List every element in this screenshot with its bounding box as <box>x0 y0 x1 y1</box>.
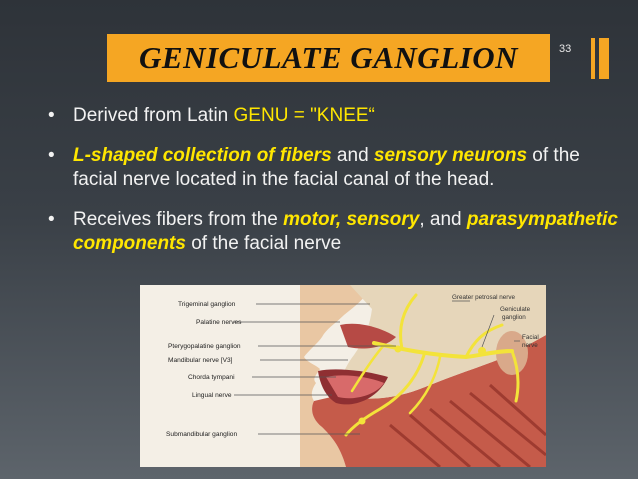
skull-region <box>339 285 546 399</box>
nasal-cavity <box>340 323 396 349</box>
bullet-text: Derived from Latin <box>73 105 234 126</box>
bullet-highlight: sensory neurons <box>373 145 528 166</box>
decor-bar-thin <box>591 38 595 79</box>
bullet-text: of the facial nerve located in the facia… <box>73 145 580 190</box>
slide-title: GENICULATE GANGLION <box>139 40 518 75</box>
label-chorda-tympani: Chorda tympani <box>188 374 235 381</box>
label-nerve: nerve <box>522 342 538 349</box>
pterygopalatine-ganglion-dot <box>394 345 402 353</box>
label-trigeminal-ganglion: Trigeminal ganglion <box>178 301 236 308</box>
geniculate-ganglion-dot <box>478 347 486 355</box>
bullet-text: and <box>331 145 374 166</box>
bullet-list: • Derived from Latin GENU = "KNEE“ • L-shap… <box>48 104 628 272</box>
label-mandibular-nerve: Mandibular nerve [V3] <box>168 357 233 364</box>
page-number: 33 <box>559 43 572 55</box>
bullet-dot: • <box>48 209 55 230</box>
decor-bar-thick <box>599 38 609 79</box>
bullet-text: of the facial nerve <box>185 233 342 254</box>
label-submandibular-ganglion: Submandibular ganglion <box>166 431 237 438</box>
label-ganglion: ganglion <box>502 314 526 321</box>
label-lingual-nerve: Lingual nerve <box>192 392 232 399</box>
bullet-highlight: L-shaped collection of fibers <box>73 145 332 166</box>
label-geniculate: Geniculate <box>500 306 531 313</box>
bullet-item: • Receives fibers from the motor, sensory… <box>48 208 628 256</box>
slide-title-box: GENICULATE GANGLION <box>107 34 550 82</box>
bullet-highlight: parasympathetic components <box>73 209 618 254</box>
left-leader-lines <box>234 303 396 435</box>
muscle-region <box>312 335 546 467</box>
right-leader-lines <box>452 300 520 348</box>
bullet-text: , and <box>419 209 467 230</box>
bullet-text: Receives fibers from the <box>73 209 284 230</box>
bullet-item: • L-shaped collection of fibers and senso… <box>48 144 628 192</box>
bullet-highlight: GENU = "KNEE“ <box>233 105 375 126</box>
anatomy-figure: Trigeminal ganglion Palatine nerves Pter… <box>140 285 546 467</box>
label-pterygopalatine-ganglion: Pterygopalatine ganglion <box>168 343 241 350</box>
facial-nerve-paths <box>344 293 520 437</box>
label-greater-petrosal-nerve: Greater petrosal nerve <box>452 294 515 301</box>
bullet-dot: • <box>48 105 55 126</box>
bullet-dot: • <box>48 145 55 166</box>
bullet-item: • Derived from Latin GENU = "KNEE“ <box>48 104 628 128</box>
label-palatine-nerves: Palatine nerves <box>196 319 242 326</box>
submandibular-ganglion-dot <box>358 417 366 425</box>
label-facial: Facial <box>522 334 539 341</box>
head-nerve-illustration: Trigeminal ganglion Palatine nerves Pter… <box>166 285 546 467</box>
head-silhouette <box>300 285 370 467</box>
muscle-striations <box>389 383 546 467</box>
bullet-highlight: motor, sensory <box>283 209 420 230</box>
